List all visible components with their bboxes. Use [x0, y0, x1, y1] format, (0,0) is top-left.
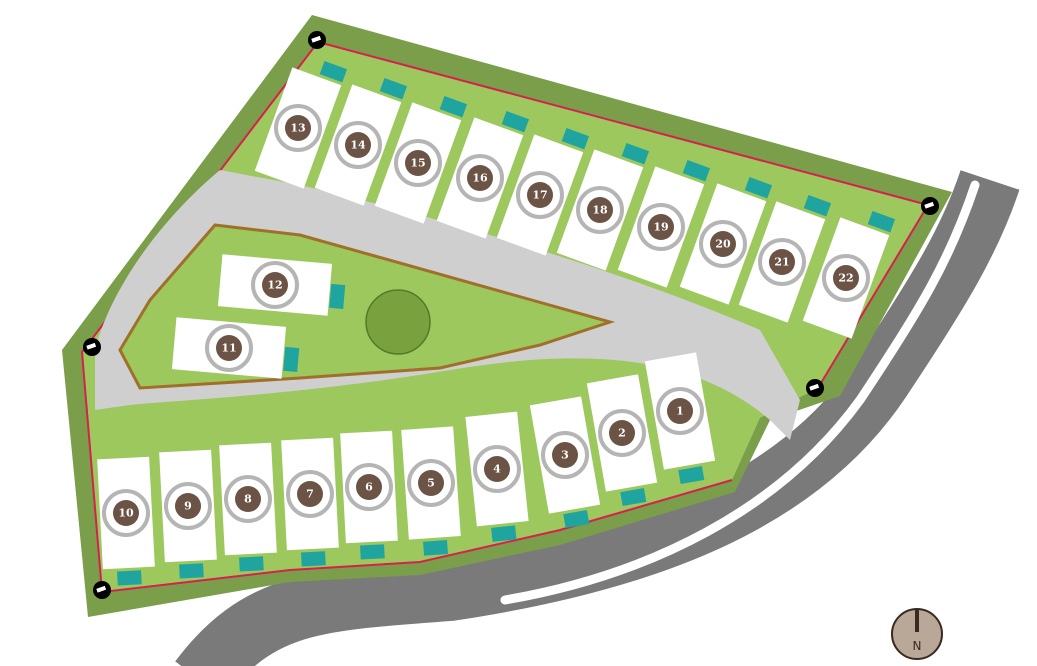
pool: [682, 160, 711, 182]
plot-badge[interactable]: 17: [516, 171, 564, 219]
plot-number: 20: [715, 238, 731, 251]
pool: [561, 128, 590, 150]
plot-badge[interactable]: 13: [274, 104, 322, 152]
plot-badge[interactable]: 6: [345, 463, 393, 511]
plot-number: 14: [350, 139, 366, 152]
pool: [239, 556, 264, 572]
road-median: [500, 180, 980, 605]
plot-badge[interactable]: 14: [334, 121, 382, 169]
pool: [439, 96, 468, 118]
plot-badge[interactable]: 7: [286, 470, 334, 518]
plot-number: 16: [472, 172, 488, 185]
plot-badge[interactable]: 22: [822, 254, 870, 302]
plot-number: 3: [561, 449, 569, 462]
cctv-camera-icon: [308, 31, 326, 49]
plot-number: 7: [306, 488, 314, 501]
plot-badge[interactable]: 11: [205, 324, 253, 372]
pool: [179, 563, 204, 579]
plot-number: 17: [532, 189, 547, 202]
cctv-camera-icon: [93, 581, 111, 599]
pool: [744, 177, 773, 199]
central-tree: [365, 289, 431, 355]
plot-number: 13: [290, 122, 305, 135]
pool: [360, 544, 385, 560]
plot-number: 15: [410, 157, 425, 170]
cctv-camera-icon: [83, 338, 101, 356]
plot-number: 5: [427, 477, 435, 490]
pool: [329, 283, 346, 310]
plot-badge[interactable]: 12: [251, 261, 299, 309]
plot-badge[interactable]: 18: [576, 186, 624, 234]
pool: [501, 111, 530, 133]
main-road: [175, 170, 1020, 666]
pool: [301, 551, 326, 567]
plot-badge[interactable]: 5: [407, 459, 455, 507]
pool: [620, 488, 647, 506]
plot-badge[interactable]: 10: [102, 489, 150, 537]
plot-number: 18: [592, 204, 608, 217]
plot-number: 9: [184, 500, 192, 513]
plot-number: 6: [365, 481, 373, 494]
plot-badge[interactable]: 9: [164, 482, 212, 530]
plot-number: 4: [493, 463, 501, 476]
pool: [117, 570, 142, 586]
pool: [283, 346, 300, 373]
plot-badge[interactable]: 8: [224, 475, 272, 523]
cctv-camera-icon: [806, 379, 824, 397]
site-boundary-west: [80, 41, 733, 594]
north-compass: N: [891, 608, 943, 660]
plot-badge[interactable]: 21: [758, 238, 806, 286]
pool: [319, 61, 348, 83]
plot-number: 19: [653, 221, 668, 234]
pool: [803, 195, 832, 217]
plot-badge[interactable]: 20: [699, 220, 747, 268]
plot-number: 12: [267, 279, 282, 292]
pool: [423, 540, 448, 556]
plot-number: 21: [774, 256, 789, 269]
plot-number: 2: [618, 427, 626, 440]
pool: [563, 510, 590, 528]
plot-badge[interactable]: 1: [656, 387, 704, 435]
plot-number: 11: [221, 342, 236, 355]
pool: [621, 143, 650, 165]
plot-badge[interactable]: 3: [541, 431, 589, 479]
plot-badge[interactable]: 2: [598, 409, 646, 457]
cctv-camera-icon: [921, 197, 939, 215]
plot-number: 1: [676, 405, 684, 418]
plot-badge[interactable]: 15: [394, 139, 442, 187]
compass-label: N: [913, 639, 922, 653]
plot-badge[interactable]: 19: [637, 203, 685, 251]
pool: [491, 525, 517, 542]
pool: [379, 78, 408, 100]
plot-badge[interactable]: 16: [456, 154, 504, 202]
plot-number: 22: [838, 272, 853, 285]
plot-badge[interactable]: 4: [473, 445, 521, 493]
pool: [867, 211, 896, 233]
plot-number: 10: [118, 507, 134, 520]
pool: [678, 466, 705, 484]
plot-number: 8: [244, 493, 252, 506]
